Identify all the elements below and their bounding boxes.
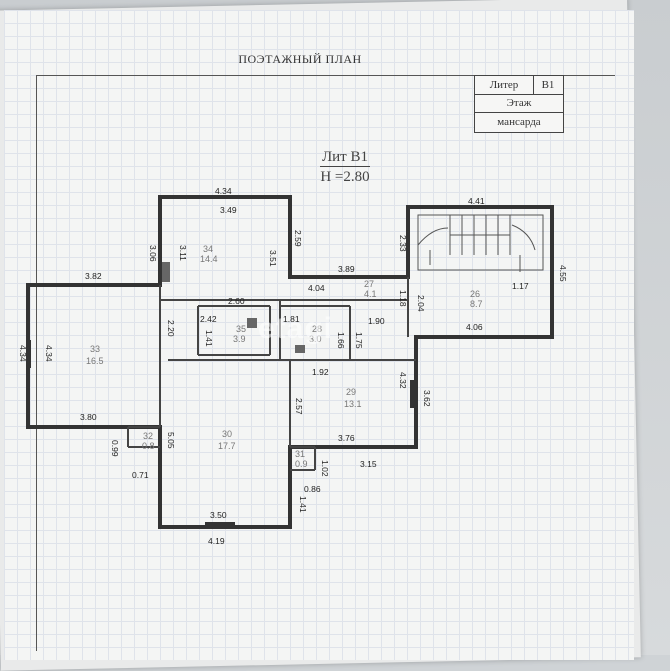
liter-caption-height: Н =2.80 <box>320 166 370 186</box>
dim-2.20: 2.20 <box>166 320 176 337</box>
room-34-area: 14.4 <box>200 254 218 264</box>
dim-3.50: 3.50 <box>210 510 227 520</box>
title-block: Литер В1 Этаж мансарда <box>474 75 564 133</box>
room-31-area: 0.9 <box>295 459 308 469</box>
dim-4.19: 4.19 <box>208 536 225 546</box>
dim-2.04: 2.04 <box>416 295 426 312</box>
liter-value: В1 <box>541 79 555 91</box>
room-26-id: 26 <box>470 289 480 299</box>
dim-2.42: 2.42 <box>200 314 217 324</box>
dim-1.90: 1.90 <box>368 316 385 326</box>
dim-3.11: 3.11 <box>178 245 188 261</box>
dim-5.05: 5.05 <box>166 432 176 449</box>
room-29-id: 29 <box>346 387 356 397</box>
floor-plan: 4.34 3.49 3.06 3.11 2.59 3.51 3.82 2.60 … <box>18 186 568 546</box>
room-28-id: 28 <box>312 324 322 334</box>
dim-4.32: 4.32 <box>398 372 408 389</box>
dim-3.82: 3.82 <box>85 271 102 281</box>
dim-3.51: 3.51 <box>268 250 278 267</box>
dim-0.86: 0.86 <box>304 484 321 494</box>
room-33-area: 16.5 <box>86 356 104 366</box>
room-27-id: 27 <box>364 279 374 289</box>
outer-walls <box>26 195 554 529</box>
windows-doors <box>26 262 480 526</box>
dim-2.60: 2.60 <box>228 296 245 306</box>
dim-1.81: 1.81 <box>283 314 300 324</box>
room-29-area: 13.1 <box>344 399 362 409</box>
dim-4.04: 4.04 <box>308 283 325 293</box>
room-28-area: 3.0 <box>309 334 322 344</box>
dim-1.66: 1.66 <box>336 332 346 349</box>
watermark: etagi <box>258 312 334 345</box>
dim-3.76: 3.76 <box>338 433 355 443</box>
dim-4.55: 4.55 <box>558 265 568 282</box>
dim-1.41-b: 1.41 <box>298 496 308 513</box>
floor-value: мансарда <box>497 116 541 128</box>
dim-3.49: 3.49 <box>220 205 237 215</box>
drawing-frame <box>36 75 615 651</box>
dim-1.75: 1.75 <box>354 332 364 349</box>
page-title: ПОЭТАЖНЫЙ ПЛАН <box>238 52 362 66</box>
room-35-area: 3.9 <box>233 334 246 344</box>
room-labels: 34 14.4 33 16.5 35 3.9 28 3.0 27 4.1 26 … <box>86 244 483 469</box>
room-27-area: 4.1 <box>364 289 377 299</box>
dim-3.15: 3.15 <box>360 459 377 469</box>
liter-caption: Лит В1 Н =2.80 <box>300 148 390 186</box>
dim-3.06: 3.06 <box>148 245 158 262</box>
dim-4.34: 4.34 <box>215 186 232 196</box>
room-31-id: 31 <box>295 449 305 459</box>
dim-3.89: 3.89 <box>338 264 355 274</box>
room-30-area: 17.7 <box>218 441 236 451</box>
room-32-area: 0.8 <box>142 441 155 451</box>
dim-1.02: 1.02 <box>320 460 330 477</box>
room-33-id: 33 <box>90 344 100 354</box>
dim-4.34-outer: 4.34 <box>18 345 28 362</box>
dim-0.71: 0.71 <box>132 470 149 480</box>
dim-0.99: 0.99 <box>110 440 120 457</box>
dim-1.92: 1.92 <box>312 367 329 377</box>
liter-label: Литер <box>489 79 519 91</box>
dim-4.41: 4.41 <box>468 196 485 206</box>
floor-label: Этаж <box>475 94 563 113</box>
inner-walls <box>127 277 416 471</box>
room-34-id: 34 <box>203 244 213 254</box>
dim-2.57: 2.57 <box>294 398 304 415</box>
dim-2.59: 2.59 <box>293 230 303 247</box>
dim-2.33: 2.33 <box>398 235 408 252</box>
room-30-id: 30 <box>222 429 232 439</box>
room-32-id: 32 <box>143 431 153 441</box>
dim-1.18: 1.18 <box>398 290 408 307</box>
dim-1.17: 1.17 <box>512 281 529 291</box>
liter-caption-line1: Лит В1 <box>321 149 368 165</box>
room-35-id: 35 <box>236 324 246 334</box>
dim-1.41: 1.41 <box>204 330 214 347</box>
room-26-area: 8.7 <box>470 299 483 309</box>
stairs <box>417 214 544 272</box>
dim-3.62: 3.62 <box>422 390 432 407</box>
dim-3.80: 3.80 <box>80 412 97 422</box>
dim-4.34-inner: 4.34 <box>44 345 54 362</box>
dim-4.06: 4.06 <box>466 322 483 332</box>
